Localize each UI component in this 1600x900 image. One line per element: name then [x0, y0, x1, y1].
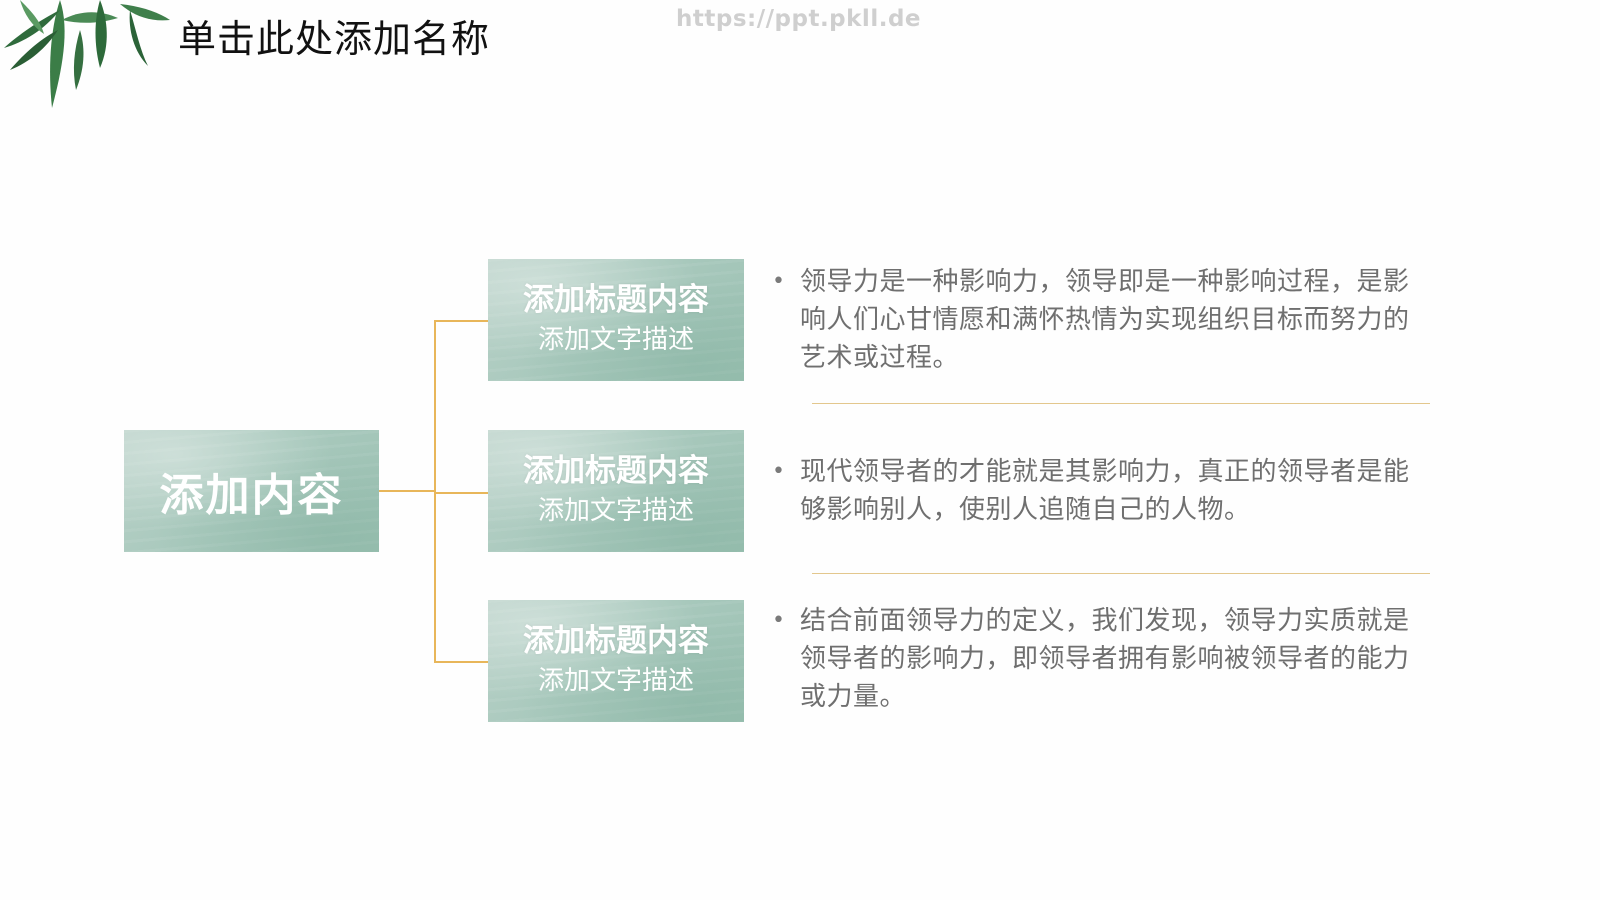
bullet-dot-icon: •	[772, 608, 785, 633]
child-node-1[interactable]: 添加标题内容 添加文字描述	[488, 259, 744, 381]
bullet-text: 领导力是一种影响力，领导即是一种影响过程，是影响人们心甘情愿和满怀热情为实现组织…	[800, 267, 1410, 373]
connector-trunk	[434, 320, 436, 663]
node-title: 添加标题内容	[523, 453, 709, 489]
separator-line	[812, 403, 1430, 404]
connector-branch-3	[434, 661, 488, 663]
child-node-2[interactable]: 添加标题内容 添加文字描述	[488, 430, 744, 552]
bullet-item-1[interactable]: • 领导力是一种影响力，领导即是一种影响过程，是影响人们心甘情愿和满怀热情为实现…	[772, 263, 1422, 377]
leaf-decoration-icon	[4, 0, 170, 108]
node-title: 添加标题内容	[523, 282, 709, 318]
slide-title[interactable]: 单击此处添加名称	[178, 17, 491, 61]
connector-branch-2	[434, 492, 488, 494]
node-description: 添加文字描述	[537, 666, 694, 696]
connector-branch-1	[434, 320, 488, 322]
bullet-text: 现代领导者的才能就是其影响力，真正的领导者是能够影响别人，使别人追随自己的人物。	[800, 457, 1410, 525]
watermark-url: https://ppt.pkll.de	[676, 6, 922, 32]
bullet-item-3[interactable]: • 结合前面领导力的定义，我们发现，领导力实质就是领导者的影响力，即领导者拥有影…	[772, 602, 1422, 716]
node-title: 添加标题内容	[523, 623, 709, 659]
bullet-text: 结合前面领导力的定义，我们发现，领导力实质就是领导者的影响力，即领导者拥有影响被…	[800, 606, 1410, 712]
connector-root	[379, 490, 435, 492]
root-node[interactable]: 添加内容	[124, 430, 379, 552]
bullet-dot-icon: •	[772, 459, 785, 484]
separator-line	[812, 573, 1430, 574]
root-node-label: 添加内容	[159, 470, 344, 521]
node-description: 添加文字描述	[537, 496, 694, 526]
bullet-item-2[interactable]: • 现代领导者的才能就是其影响力，真正的领导者是能够影响别人，使别人追随自己的人…	[772, 453, 1422, 529]
child-node-3[interactable]: 添加标题内容 添加文字描述	[488, 600, 744, 722]
node-description: 添加文字描述	[537, 325, 694, 355]
bullet-dot-icon: •	[772, 269, 785, 294]
